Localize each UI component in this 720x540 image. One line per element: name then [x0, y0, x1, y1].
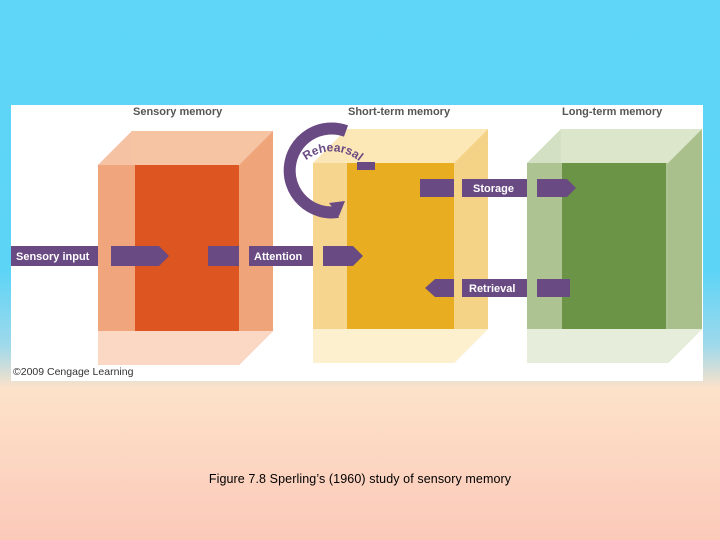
retrieval-arrow: Retrieval [425, 279, 570, 297]
sensory-input-label: Sensory input [16, 251, 90, 263]
storage-arrow: Storage [420, 179, 576, 197]
sensory-memory-box [98, 131, 273, 365]
long-term-memory-box [527, 129, 702, 363]
stage-label-short-term: Short-term memory [348, 106, 451, 118]
memory-diagram: Sensory memory Short-term memory Long-te… [11, 106, 702, 378]
figure-caption: Figure 7.8 Sperling’s (1960) study of se… [208, 472, 512, 486]
memory-model-figure: Sensory memory Short-term memory Long-te… [11, 105, 703, 381]
stage-label-sensory: Sensory memory [133, 106, 223, 118]
rehearsal-arrowhead-icon [329, 201, 345, 216]
stage-label-long-term: Long-term memory [562, 106, 663, 118]
retrieval-label: Retrieval [469, 283, 515, 295]
attention-arrow: Attention [208, 246, 363, 266]
copyright-text: ©2009 Cengage Learning [13, 366, 134, 378]
attention-label: Attention [254, 251, 303, 263]
storage-label: Storage [473, 183, 514, 195]
sensory-input-arrow: Sensory input [11, 246, 169, 266]
rehearsal-loop: Rehearsal [283, 122, 375, 219]
